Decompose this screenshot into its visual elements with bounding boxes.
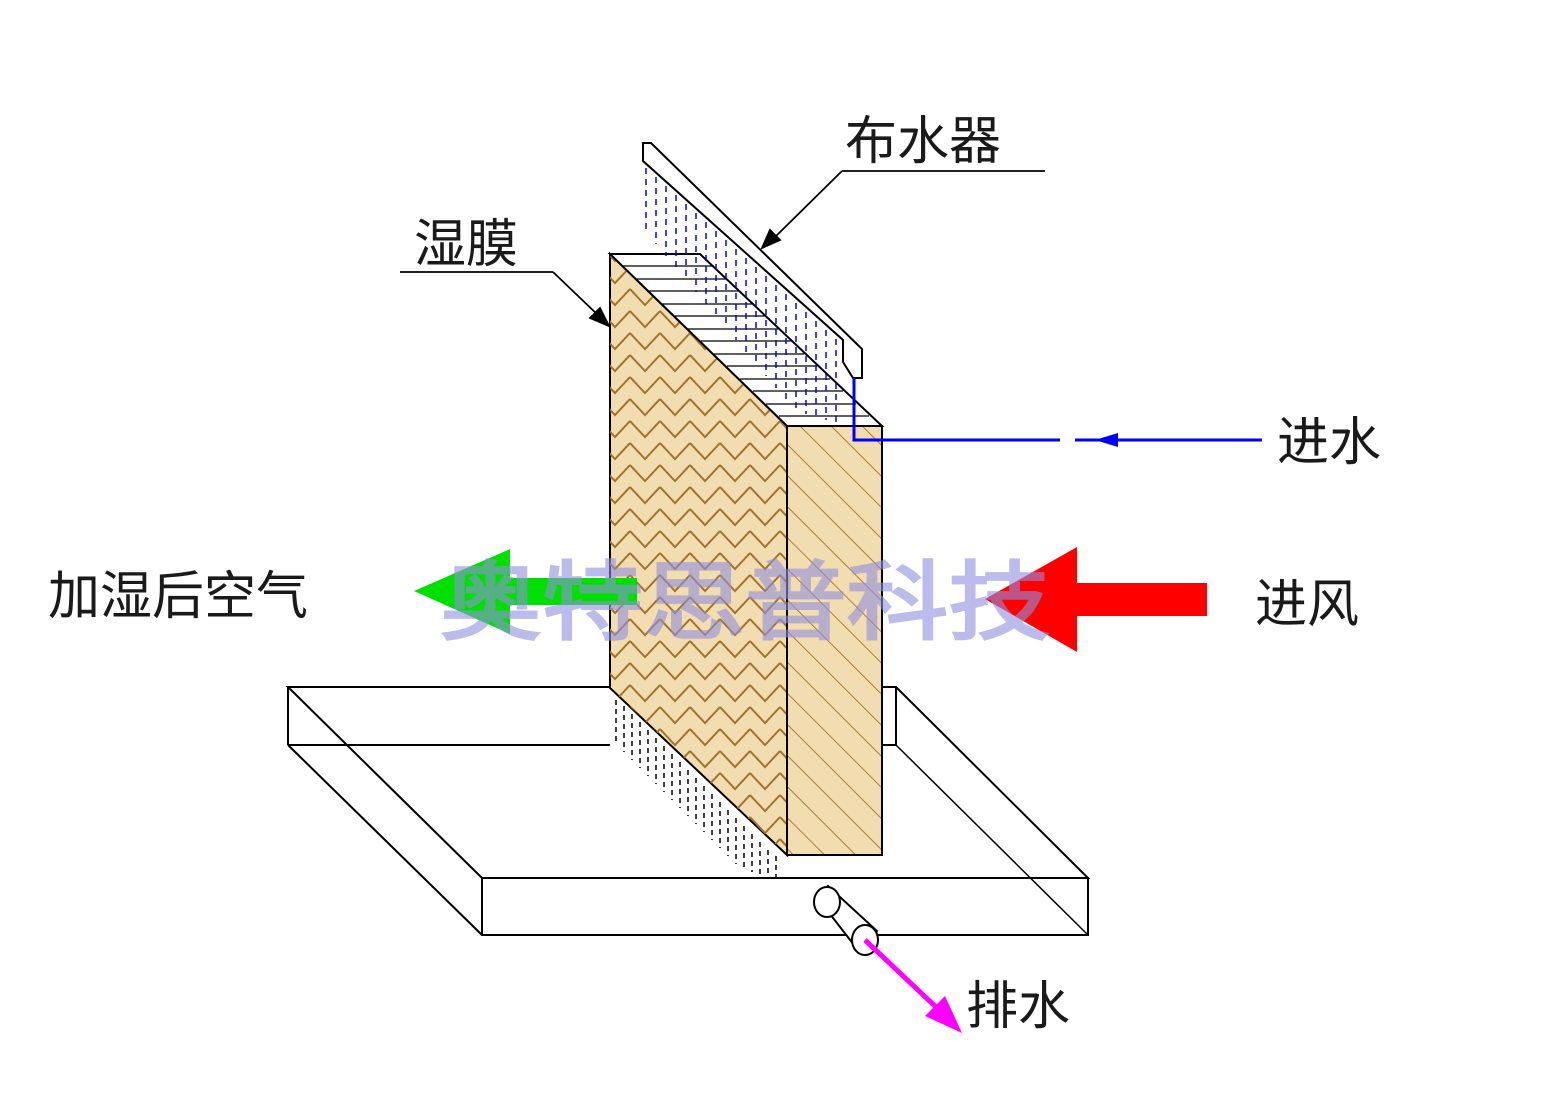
air-in-arrowhead — [985, 547, 1077, 652]
air-in-label: 进风 — [1255, 575, 1359, 635]
water-inlet-pipe — [852, 378, 1262, 447]
drip-under-pad — [615, 700, 777, 878]
drain-arrowhead — [925, 996, 962, 1033]
wet-pad-label: 湿膜 — [414, 215, 518, 275]
distributor-label: 布水器 — [845, 112, 1001, 172]
water-inlet-arrowhead — [1095, 433, 1118, 447]
wet-pad — [607, 251, 885, 858]
watermark-text: 奥特思普科技 — [440, 552, 1050, 653]
water-distributor — [642, 142, 863, 422]
air-out-arrow — [414, 549, 637, 634]
drain-pipe-back-end — [813, 886, 841, 918]
leader-lines — [400, 170, 1045, 328]
air-out-arrowhead — [414, 549, 510, 634]
wet-pad-leader — [552, 271, 601, 318]
distributor-leader — [771, 170, 843, 241]
water-in-label: 进水 — [1277, 413, 1381, 473]
drain-label: 排水 — [966, 977, 1070, 1037]
distributor-spray — [645, 168, 837, 422]
drain-pipe — [813, 884, 879, 956]
air-out-label: 加湿后空气 — [48, 567, 308, 627]
air-in-arrow — [985, 547, 1207, 652]
wet-pad-top-ribs — [623, 265, 869, 417]
tray-front-face — [481, 877, 1089, 936]
drain-arrow — [863, 938, 962, 1033]
